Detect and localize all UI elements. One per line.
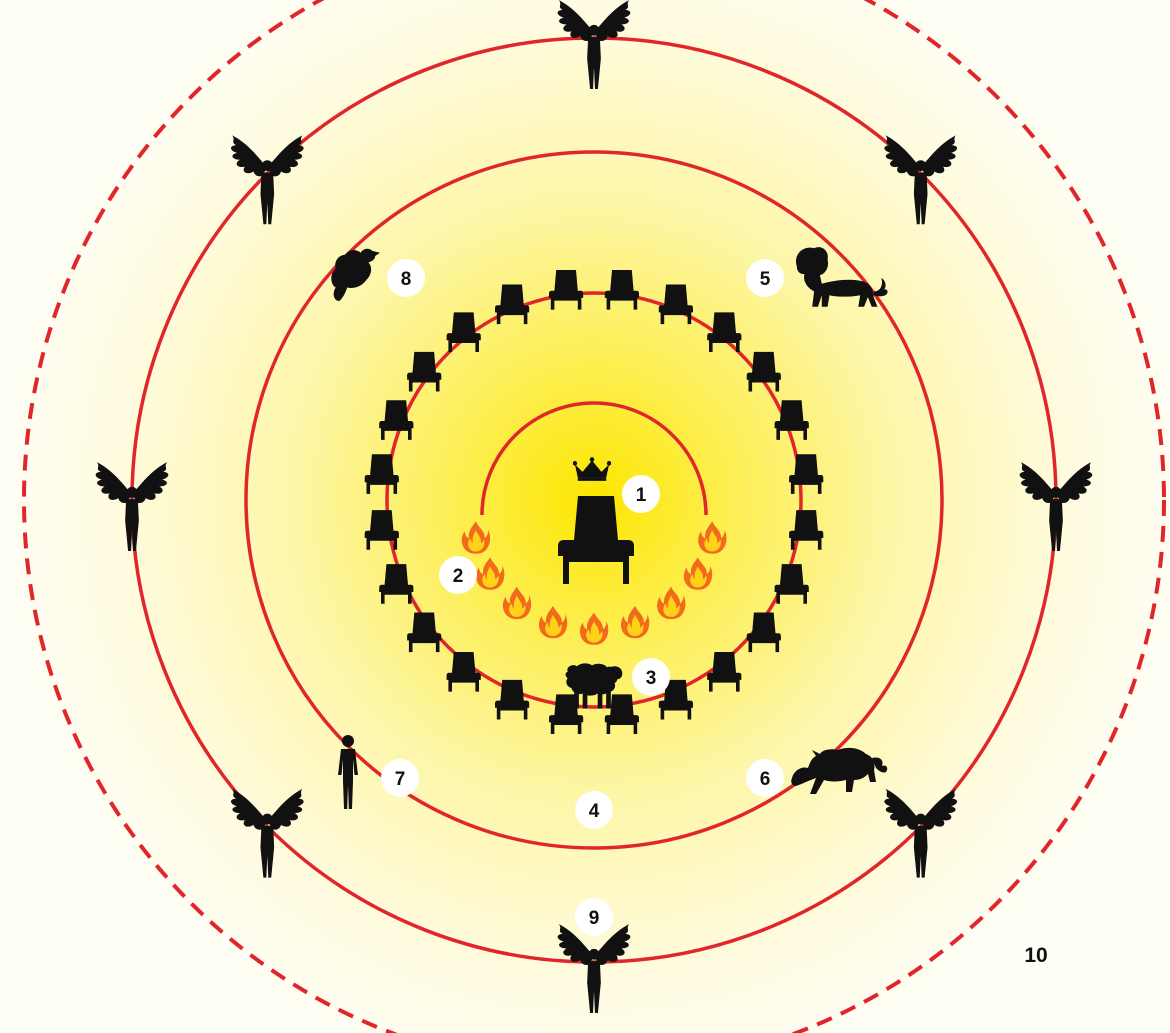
- label-badge-5: 5: [746, 259, 784, 297]
- label-badge-3: 3: [632, 658, 670, 696]
- label-8-text: 8: [401, 269, 412, 290]
- label-badge-2: 2: [439, 556, 477, 594]
- label-10-text: 10: [1024, 944, 1047, 967]
- label-3-text: 3: [646, 668, 657, 689]
- label-badge-4: 4: [575, 791, 613, 829]
- label-4-text: 4: [589, 801, 600, 822]
- label-badge-9: 9: [575, 898, 613, 936]
- label-1-text: 1: [636, 485, 647, 506]
- label-7-text: 7: [395, 769, 406, 790]
- label-5-text: 5: [760, 269, 771, 290]
- label-badge-7: 7: [381, 759, 419, 797]
- label-badge-1: 1: [622, 475, 660, 513]
- label-badge-6: 6: [746, 759, 784, 797]
- label-badge-8: 8: [387, 259, 425, 297]
- label-2-text: 2: [453, 566, 464, 587]
- label-9-text: 9: [589, 908, 600, 929]
- label-6-text: 6: [760, 769, 771, 790]
